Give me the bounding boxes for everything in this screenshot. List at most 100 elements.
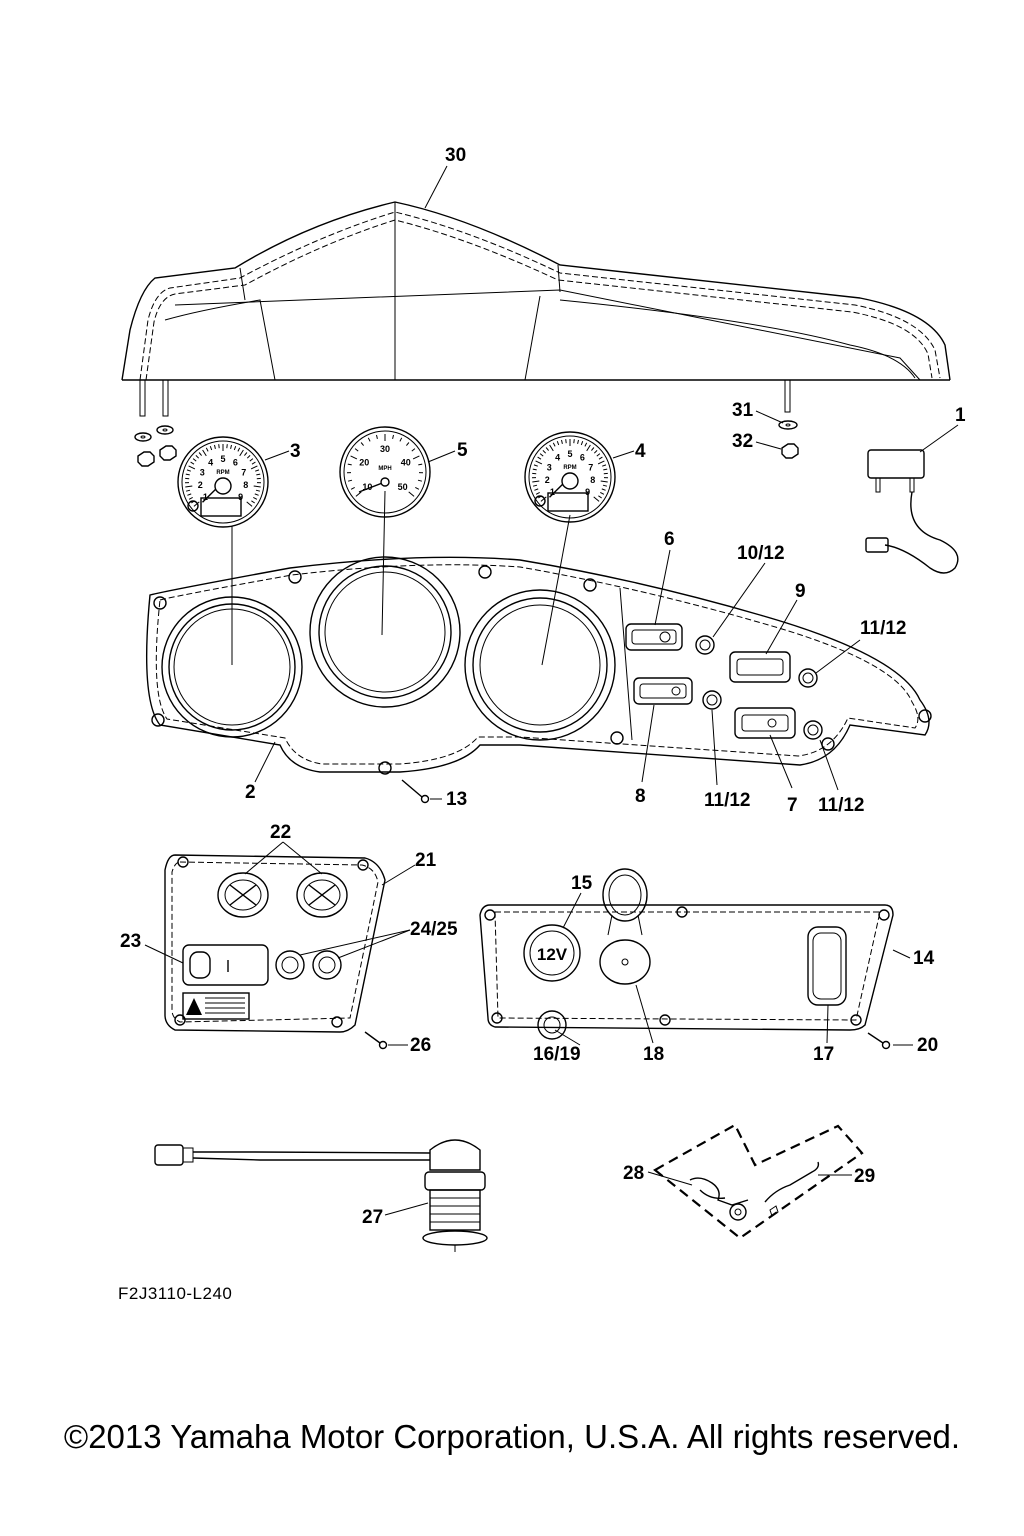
gauge-tick-mark bbox=[565, 439, 567, 444]
callout-11-12-mid: 11/12 bbox=[704, 790, 751, 811]
callout-11-12-right: 11/12 bbox=[860, 618, 907, 639]
grommets-24-25 bbox=[275, 950, 342, 980]
gauge-tick-mark bbox=[532, 480, 540, 483]
callout-15: 15 bbox=[571, 873, 593, 894]
gauge-tick-mark bbox=[532, 484, 538, 487]
gauge-tick-mark bbox=[406, 442, 410, 446]
gauge-tick-mark bbox=[186, 469, 191, 472]
callout-21: 21 bbox=[415, 850, 437, 871]
dash-cover bbox=[121, 201, 951, 381]
gauge-tick-mark bbox=[185, 473, 190, 476]
gauge-tick-mark bbox=[600, 480, 608, 483]
callout-labels: 30 1 31 32 3 5 4 6 10/12 9 11/12 2 13 8 … bbox=[120, 145, 966, 1228]
washer-31 bbox=[778, 420, 798, 430]
gauge-tick-mark bbox=[399, 437, 403, 442]
callout-10-12: 10/12 bbox=[737, 543, 785, 564]
gauge-tick-label: 3 bbox=[200, 467, 205, 477]
gauge-tick-mark bbox=[190, 461, 195, 465]
gauge-tick-mark bbox=[412, 455, 420, 460]
callout-16-19: 16/19 bbox=[533, 1044, 581, 1065]
gauge-tick-mark bbox=[205, 447, 209, 452]
callout-7: 7 bbox=[787, 795, 798, 816]
gauge-tick-label: 20 bbox=[359, 457, 369, 467]
gauge-tick-mark bbox=[573, 439, 575, 444]
nut-32 bbox=[781, 443, 799, 459]
gauge-tick-mark bbox=[187, 493, 192, 496]
harness-switch-27 bbox=[154, 1139, 488, 1252]
callout-9: 9 bbox=[795, 581, 806, 602]
gauge-indicator bbox=[534, 495, 546, 507]
rocker-switch-23 bbox=[182, 944, 269, 986]
callout-11-12-low: 11/12 bbox=[818, 795, 865, 816]
gauge-tick-label: 7 bbox=[588, 462, 593, 472]
gauge-tick-label: 4 bbox=[208, 458, 213, 468]
gauge-tick-mark bbox=[367, 437, 371, 442]
gauge-tick-mark bbox=[545, 447, 549, 451]
copyright-notice: ©2013 Yamaha Motor Corporation, U.S.A. A… bbox=[63, 1418, 961, 1455]
gauge-tick-mark bbox=[226, 444, 228, 449]
gauge-tick-mark bbox=[532, 468, 537, 471]
callout-13: 13 bbox=[446, 789, 467, 810]
gauge-tick-mark bbox=[237, 447, 241, 452]
gauge-tick-mark bbox=[602, 464, 607, 467]
callout-8: 8 bbox=[635, 786, 646, 807]
gauge-hub bbox=[561, 472, 579, 490]
gauge-tick-mark bbox=[188, 465, 196, 470]
gauge-tick-mark bbox=[415, 486, 420, 490]
gauge-tick-mark bbox=[418, 463, 423, 466]
gauge-tick-mark bbox=[193, 501, 200, 507]
gauge-tick-mark bbox=[539, 453, 544, 457]
callout-26: 26 bbox=[410, 1035, 431, 1056]
switch-6 bbox=[625, 623, 683, 651]
gauge-tick-label: 8 bbox=[590, 475, 595, 485]
gauge-tick-mark bbox=[534, 488, 539, 491]
callout-2: 2 bbox=[245, 782, 256, 803]
gauge-tick-mark bbox=[593, 450, 598, 454]
gauge-tick-mark bbox=[533, 464, 538, 467]
gauge-tick-mark bbox=[202, 449, 207, 457]
callout-6: 6 bbox=[664, 529, 675, 550]
callout-28: 28 bbox=[623, 1163, 644, 1184]
drawing-code: F2J3110-L240 bbox=[118, 1284, 233, 1303]
gauge-tick-mark bbox=[535, 491, 540, 495]
gauge-tick-mark bbox=[417, 479, 423, 482]
gauge-tick-label: 4 bbox=[555, 453, 560, 463]
gauge-tick-mark bbox=[561, 439, 563, 445]
gauge-tick-mark bbox=[218, 444, 220, 449]
gauge-tick-mark bbox=[249, 458, 254, 462]
gauge-lcd bbox=[200, 497, 242, 517]
gauge-tick-mark bbox=[350, 455, 358, 460]
gauge-tick-mark bbox=[577, 439, 579, 445]
gauge-tick-label: 40 bbox=[401, 457, 411, 467]
gauge-tick-mark bbox=[195, 455, 200, 459]
gauge-tick-mark bbox=[188, 496, 193, 500]
gauge-tick-mark bbox=[251, 461, 256, 465]
callout-14: 14 bbox=[913, 948, 935, 969]
screw-20 bbox=[867, 1032, 891, 1050]
gauge-unit-label: RPM bbox=[563, 465, 576, 471]
gauge-tick-mark bbox=[552, 442, 556, 447]
gauge-tick-mark bbox=[411, 448, 416, 452]
gauge-tick-label: 6 bbox=[580, 453, 585, 463]
gauge-tick-mark bbox=[591, 447, 595, 451]
12v-outlet-15: 12V bbox=[523, 924, 581, 982]
callout-3: 3 bbox=[290, 441, 301, 462]
screw-13 bbox=[401, 779, 430, 804]
kit-28-29 bbox=[653, 1123, 864, 1240]
gauge-tick-label: 9 bbox=[585, 487, 590, 497]
gauge-tick-mark bbox=[254, 493, 259, 496]
gauge-tick-mark bbox=[255, 469, 260, 472]
gauge-tick-mark bbox=[354, 448, 359, 452]
gauge-tick-mark bbox=[246, 501, 253, 507]
gauge-tick-mark bbox=[597, 460, 605, 465]
gauge-tick-mark bbox=[601, 488, 606, 491]
cover-studs bbox=[139, 379, 791, 417]
screw-26 bbox=[364, 1031, 388, 1050]
gauge-tick-mark bbox=[602, 484, 608, 487]
leader-lines bbox=[144, 165, 959, 1216]
callout-17: 17 bbox=[813, 1044, 834, 1065]
right-sub-panel: 12V bbox=[479, 868, 894, 1040]
